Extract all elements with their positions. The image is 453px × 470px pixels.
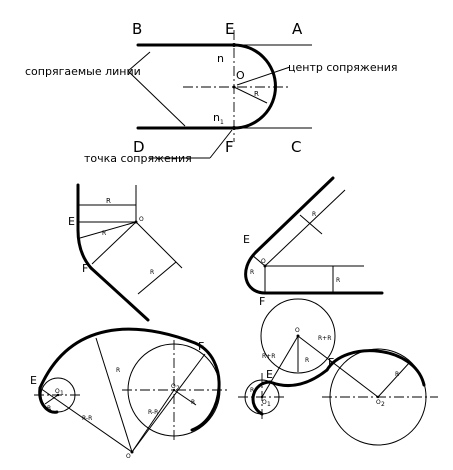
label-o-4: O [126,453,131,460]
label-f-5: F [328,356,334,369]
label-r-minus-r1-4: R-R [82,415,92,422]
line-o-e-4 [39,387,133,453]
line-o-o1-5 [261,335,299,398]
small-arc-4 [38,386,59,414]
line-o-o2-5 [297,335,379,398]
label-r-plus-r2-5: R+R [318,335,331,342]
tangent-arc [232,43,277,130]
line-o-big-4 [95,337,133,453]
center-o1-4 [56,393,60,397]
side-diagonal-3 [254,176,335,254]
radius-r1-4 [44,394,59,405]
label-o2-5: O [376,399,381,406]
label-d: D [133,138,145,156]
label-e-3: E [243,233,250,246]
leader-point-1 [209,129,233,159]
center-o2-5 [376,395,380,399]
label-f-4: F [198,340,204,353]
label-f-2: F [82,262,88,275]
radius-r2-5 [377,361,411,398]
label-o2-sub-4: 2 [176,385,180,392]
figure-tangent-acute-angle: E F O R R R [68,183,183,322]
leader-lines-1 [127,51,151,72]
label-n: n [217,52,224,65]
center-o-5 [296,334,300,338]
radius-e-3 [251,254,266,267]
label-o2-sub-5: 2 [381,401,385,408]
center-o-3 [263,264,267,268]
label-r-vert-3: R [336,277,340,284]
label-a: A [292,20,303,38]
line-o-f-4 [131,353,206,453]
label-r-mid-2: R [102,230,106,237]
center-o-2 [134,220,138,224]
tangent-arc-2 [76,228,93,270]
point-f [232,126,236,130]
leader-center [236,66,291,86]
leader-lines-2 [127,70,186,127]
label-r2-5: R [395,371,399,378]
label-r-mid-3: R [250,269,254,276]
figure-tangent-parallel-lines: B E A D F C n n 1 O R сопрягаемые линии … [25,20,398,165]
label-r-plus-r1-5: R+R [262,353,275,360]
label-tochka: точка сопряжения [84,152,192,165]
radius-line [233,86,268,104]
label-centr: центр сопряжения [288,61,398,74]
label-o-3: O [261,258,266,265]
label-c: C [291,138,301,156]
label-o2-4: O [171,383,176,390]
label-o1-sub-4: 1 [60,390,64,397]
label-n1: n [213,111,220,124]
outer-tangent-arc [38,327,221,432]
label-r: R [254,90,259,98]
label-f-bottom: F [225,138,234,156]
point-e [232,43,236,47]
center-o-4 [130,450,134,454]
label-b: B [132,20,142,38]
label-o1-5: O [262,399,267,406]
label-r-diag-3: R [312,211,316,218]
center-o2-4 [172,388,176,392]
label-o: O [236,69,245,82]
middle-arc-5 [268,368,329,388]
small-arc-5 [251,380,272,416]
label-n1-sub: 1 [220,119,224,126]
offset-diagonal [135,221,183,269]
radius-to-f [91,221,137,265]
label-r1-4: R [47,405,51,412]
figure-external-tangency: E F O O 1 O 2 R R R+R R+R R [238,298,438,446]
label-e-4: E [30,374,37,387]
label-e-5: E [266,368,273,381]
dim-diagonal [137,261,177,295]
center-point [232,85,236,89]
offset-parallel-3 [264,189,346,267]
dim-diag-3 [299,214,323,235]
center-o1-5 [260,395,264,399]
label-o-2: O [139,216,144,223]
side-diagonal [89,266,150,322]
label-o1-sub-5: 1 [267,401,271,408]
label-r-big-4: R [116,367,120,374]
label-r2-4: R [191,399,195,406]
label-e-top: E [225,20,234,38]
label-o-5: O [295,327,300,334]
large-arc-5 [325,349,426,387]
label-sopryagaemye: сопрягаемые линии [25,65,141,78]
label-r-top-2: R [106,197,111,205]
figure-internal-tangency: E F O O 1 O 2 R R R R-R R-R [30,327,228,460]
label-r-minus-r2-4: R-R [148,409,158,416]
line-o-o2-4 [131,389,175,453]
label-f-3: F [259,295,265,308]
label-o1-4: O [55,388,60,395]
radius-to-e [79,221,137,239]
label-r1-5: R [250,387,254,394]
label-e-2: E [68,215,75,228]
label-r-mid-5: R [305,357,309,364]
radius-r2-4 [173,389,197,406]
tangent-arc-3 [244,250,267,295]
label-r-low-2: R [150,269,154,276]
mid-circle-o-5 [260,298,336,374]
figure-tangent-obtuse-angle: E F O R R R [243,176,384,308]
